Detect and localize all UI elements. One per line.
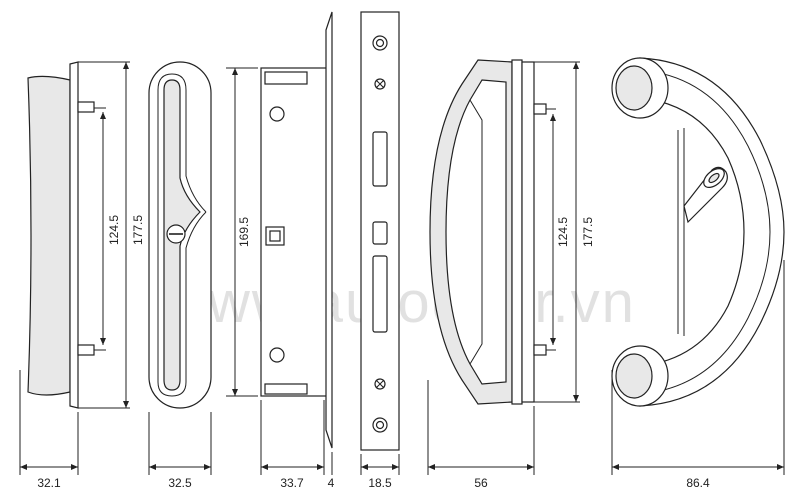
dim-faceplate-width: 18.5 bbox=[368, 476, 392, 490]
pull-handle-front-view bbox=[611, 57, 785, 475]
dim-pull-front-depth: 86.4 bbox=[686, 476, 710, 490]
dim-escutcheon-depth: 32.5 bbox=[168, 476, 192, 490]
pull-handle-side-view bbox=[427, 59, 580, 475]
dim-faceplate-thickness: 4 bbox=[328, 476, 335, 490]
dim-pull-outer: 177.5 bbox=[581, 217, 595, 247]
dim-lock-body-height: 169.5 bbox=[237, 217, 251, 247]
escutcheon-view bbox=[148, 61, 212, 475]
dim-handle-side-depth: 32.1 bbox=[37, 476, 61, 490]
dim-pull-inner: 124.5 bbox=[556, 217, 570, 247]
faceplate-front-view bbox=[360, 11, 400, 475]
dim-lock-body-depth: 33.7 bbox=[280, 476, 304, 490]
handle-side-view bbox=[19, 61, 130, 475]
dim-pull-depth: 56 bbox=[474, 476, 488, 490]
lock-body-view bbox=[226, 67, 328, 475]
dim-handle-side-outer: 177.5 bbox=[131, 215, 145, 245]
faceplate-edge-view bbox=[325, 11, 333, 475]
dim-handle-side-inner: 124.5 bbox=[107, 215, 121, 245]
